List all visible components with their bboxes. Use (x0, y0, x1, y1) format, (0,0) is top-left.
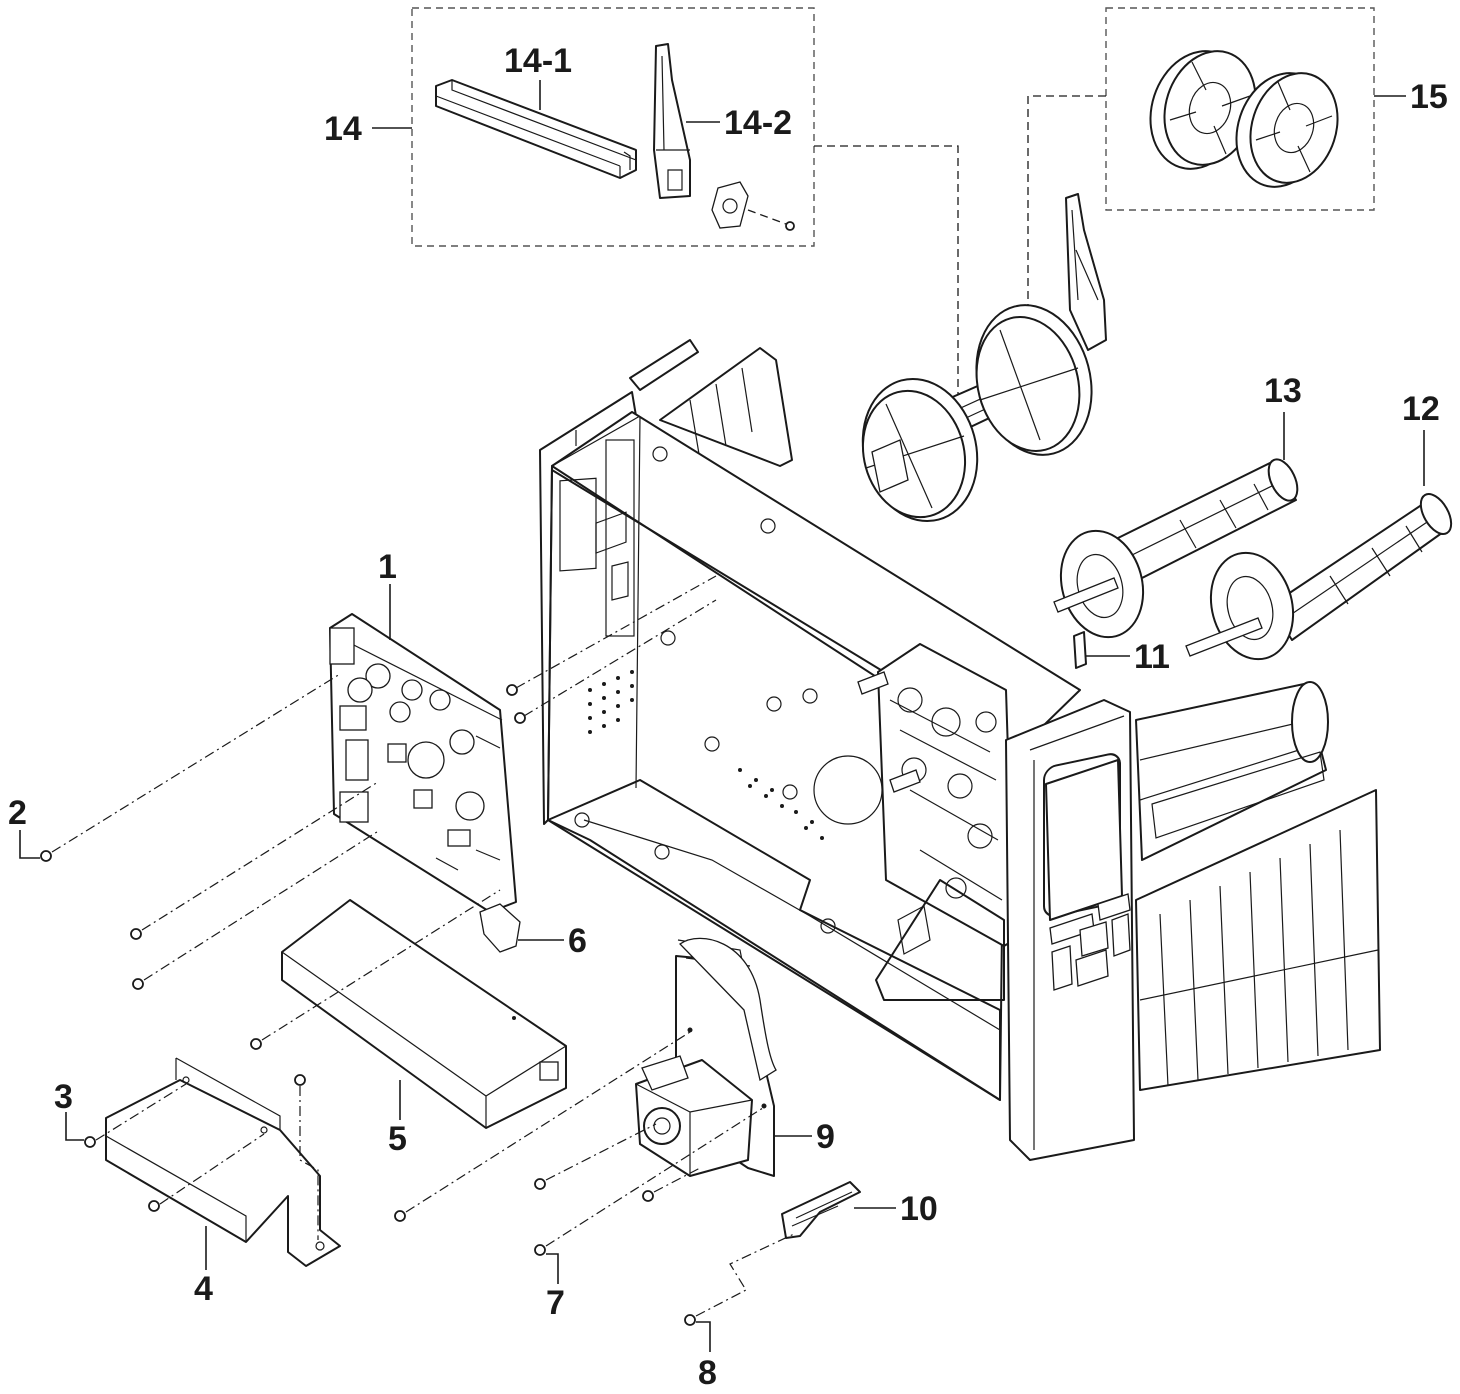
battery-6 (479, 903, 521, 953)
front-panel (1005, 699, 1135, 1161)
screw-b (132, 978, 144, 990)
holder-10 (781, 1181, 861, 1239)
motor-assembly-9 (635, 937, 777, 1177)
screw-g (506, 684, 518, 696)
callout-9: 9 (816, 1118, 835, 1156)
callout-14-1: 14-1 (504, 42, 572, 80)
screw-a (130, 928, 142, 940)
guide-bar-14-1 (435, 79, 637, 179)
callout-14-2: 14-2 (724, 104, 792, 142)
down-button (1075, 949, 1109, 987)
callout-14: 14 (324, 110, 362, 148)
screw-i (534, 1178, 546, 1190)
screw-2 (40, 850, 52, 862)
screws (40, 684, 696, 1326)
main-board-1 (329, 613, 564, 953)
screw-c (250, 1038, 262, 1050)
callout-4: 4 (194, 1270, 213, 1308)
up-button (1079, 921, 1109, 957)
vent-holes-center (738, 768, 824, 840)
spacer-wheel-15a (1149, 50, 1257, 170)
menu-button-right (1097, 893, 1131, 921)
vent-holes-left (588, 670, 634, 734)
callout-6: 6 (568, 922, 587, 960)
callout-11: 11 (1134, 638, 1170, 676)
screw-group14 (785, 221, 795, 231)
screw-h (514, 712, 526, 724)
print-head-assembly (1135, 681, 1381, 1091)
callout-15: 15 (1410, 78, 1448, 116)
leader-group14-to-spindle (814, 145, 959, 410)
callout-10: 10 (900, 1190, 938, 1228)
screw-e (294, 1074, 306, 1086)
supply-spindle-13 (1053, 458, 1299, 639)
callout-3: 3 (54, 1078, 73, 1116)
screw-8 (684, 1314, 696, 1326)
group-box-14 (411, 7, 815, 247)
supply-spindle-12 (1185, 493, 1453, 661)
leader-group15-to-spindle (1027, 95, 1106, 318)
screw-j (642, 1190, 654, 1202)
label-11 (1073, 631, 1130, 669)
left-button (1051, 945, 1073, 991)
screw-7 (534, 1244, 546, 1256)
power-supply-5 (281, 899, 567, 1129)
callout-1: 1 (378, 548, 397, 586)
ribbon-spindle-assembly (861, 193, 1107, 523)
callout-12: 12 (1402, 390, 1440, 428)
callout-2: 2 (8, 794, 27, 832)
callout-labels: 1 2 3 4 5 6 7 8 9 10 11 12 13 14 14-1 14… (8, 42, 1448, 1392)
assembly-lines (51, 575, 795, 1317)
group-box-15 (1105, 7, 1375, 211)
leader-lines (19, 80, 1425, 1352)
callout-8: 8 (698, 1354, 717, 1392)
screw-d (148, 1200, 160, 1212)
callout-5: 5 (388, 1120, 407, 1158)
screw-f (394, 1210, 406, 1222)
callout-13: 13 (1264, 372, 1302, 410)
callout-7: 7 (546, 1284, 565, 1322)
screw-3 (84, 1136, 96, 1148)
spacer-wheel-15b (1235, 72, 1339, 188)
arm-bracket-14-2 (653, 43, 787, 229)
right-button (1111, 913, 1131, 957)
bracket-cover-4 (105, 1057, 341, 1267)
